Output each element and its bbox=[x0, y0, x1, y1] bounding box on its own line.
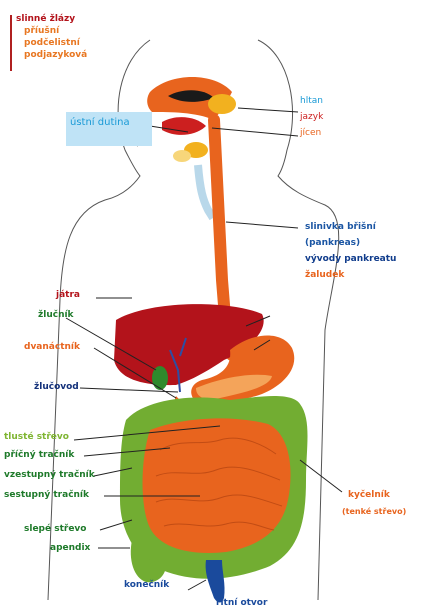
parotid-gland bbox=[208, 94, 236, 114]
label-submandibular: podčelistní bbox=[24, 38, 80, 49]
label-pancreatic-ducts: vývody pankreatu bbox=[305, 254, 396, 265]
label-ileum: kyčelník bbox=[348, 490, 390, 501]
label-ascending-colon: vzestupný tračník bbox=[4, 470, 95, 481]
label-tongue: jazyk bbox=[300, 112, 323, 123]
label-transverse-colon: příčný tračník bbox=[4, 450, 74, 461]
tongue bbox=[162, 117, 206, 135]
label-pancreas-alt: (pankreas) bbox=[305, 238, 360, 249]
gland-bracket bbox=[10, 15, 12, 71]
label-small-intestine: (tenké střevo) bbox=[342, 506, 406, 517]
label-pharynx: hltan bbox=[300, 96, 323, 107]
label-colon: tlusté střevo bbox=[4, 432, 69, 443]
label-liver: játra bbox=[56, 290, 80, 301]
label-cecum: slepé střevo bbox=[24, 524, 86, 535]
label-rectum: konečník bbox=[124, 580, 169, 591]
label-descending-colon: sestupný tračník bbox=[4, 490, 89, 501]
label-mouth: ústní dutina bbox=[70, 117, 130, 128]
label-duodenum: dvanáctník bbox=[24, 342, 80, 353]
label-stomach: žaludek bbox=[305, 270, 344, 281]
rectum bbox=[206, 560, 225, 603]
label-anus: řitní otvor bbox=[216, 598, 267, 609]
label-esophagus: jícen bbox=[300, 128, 321, 139]
sublingual-gland bbox=[173, 150, 191, 162]
label-salivary-glands: slinné žlázy bbox=[16, 14, 75, 25]
label-gallbladder: žlučník bbox=[38, 310, 74, 321]
label-bile-duct: žlučovod bbox=[34, 382, 79, 393]
label-pancreas: slinivka břišní bbox=[305, 222, 376, 233]
label-sublingual: podjazyková bbox=[24, 50, 87, 61]
small-intestine bbox=[143, 418, 291, 553]
label-parotid: příušní bbox=[24, 26, 59, 37]
label-appendix: apendix bbox=[50, 543, 90, 554]
